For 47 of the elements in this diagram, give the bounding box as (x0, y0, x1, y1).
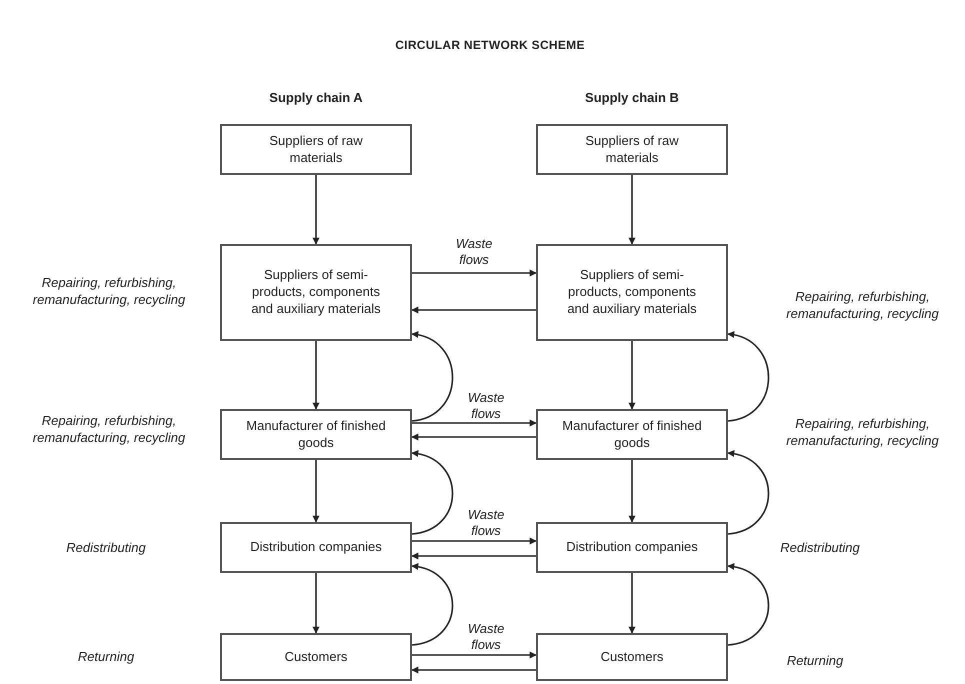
arrow (411, 450, 454, 535)
process-box: Distribution companies (220, 522, 412, 573)
arrow (727, 332, 770, 422)
process-box: Manufacturer of finished goods (536, 409, 728, 460)
arrow (727, 450, 770, 535)
arrow (312, 175, 320, 245)
process-box: Customers (220, 633, 412, 681)
arrow (628, 341, 636, 410)
column-heading: Supply chain A (268, 89, 364, 107)
arrow (411, 564, 454, 646)
process-box: Suppliers of semi-products, components and auxiliary materials (220, 244, 412, 341)
column-heading: Supply chain B (584, 89, 680, 107)
process-note: Returning (786, 653, 844, 670)
process-box: Suppliers of raw materials (536, 124, 728, 175)
arrow (411, 434, 536, 440)
process-note: Redistributing (779, 540, 861, 557)
process-box: Manufacturer of finished goods (220, 409, 412, 460)
process-note: Repairing, refurbishing, remanufacturing, recycling (785, 416, 940, 450)
process-box: Suppliers of semi-products, components and auxiliary materials (536, 244, 728, 341)
process-box: Suppliers of raw materials (220, 124, 412, 175)
arrow (628, 175, 636, 245)
process-note: Repairing, refurbishing, remanufacturing, recycling (785, 289, 940, 323)
arrow (312, 573, 320, 634)
arrow (411, 666, 536, 674)
arrow (412, 420, 537, 426)
edge-label: Waste flows (466, 507, 506, 538)
arrow (412, 652, 537, 658)
edge-label: Waste flows (454, 236, 494, 268)
arrow (411, 552, 536, 560)
arrow (412, 270, 537, 276)
edge-label: Waste flows (466, 621, 506, 652)
arrow (411, 306, 536, 314)
arrow (727, 564, 770, 646)
process-note: Repairing, refurbishing, remanufacturing, recycling (32, 275, 186, 309)
process-note: Repairing, refurbishing, remanufacturing, recycling (32, 413, 186, 447)
arrow (628, 573, 636, 634)
process-box: Distribution companies (536, 522, 728, 573)
edge-label: Waste flows (466, 390, 506, 422)
diagram-title: CIRCULAR NETWORK SCHEME (394, 37, 586, 54)
arrow (411, 332, 454, 422)
process-note: Redistributing (65, 540, 147, 557)
arrow (312, 460, 320, 523)
arrow (312, 341, 320, 410)
process-box: Customers (536, 633, 728, 681)
arrow (628, 460, 636, 523)
process-note: Returning (76, 649, 136, 666)
arrow (412, 538, 537, 544)
